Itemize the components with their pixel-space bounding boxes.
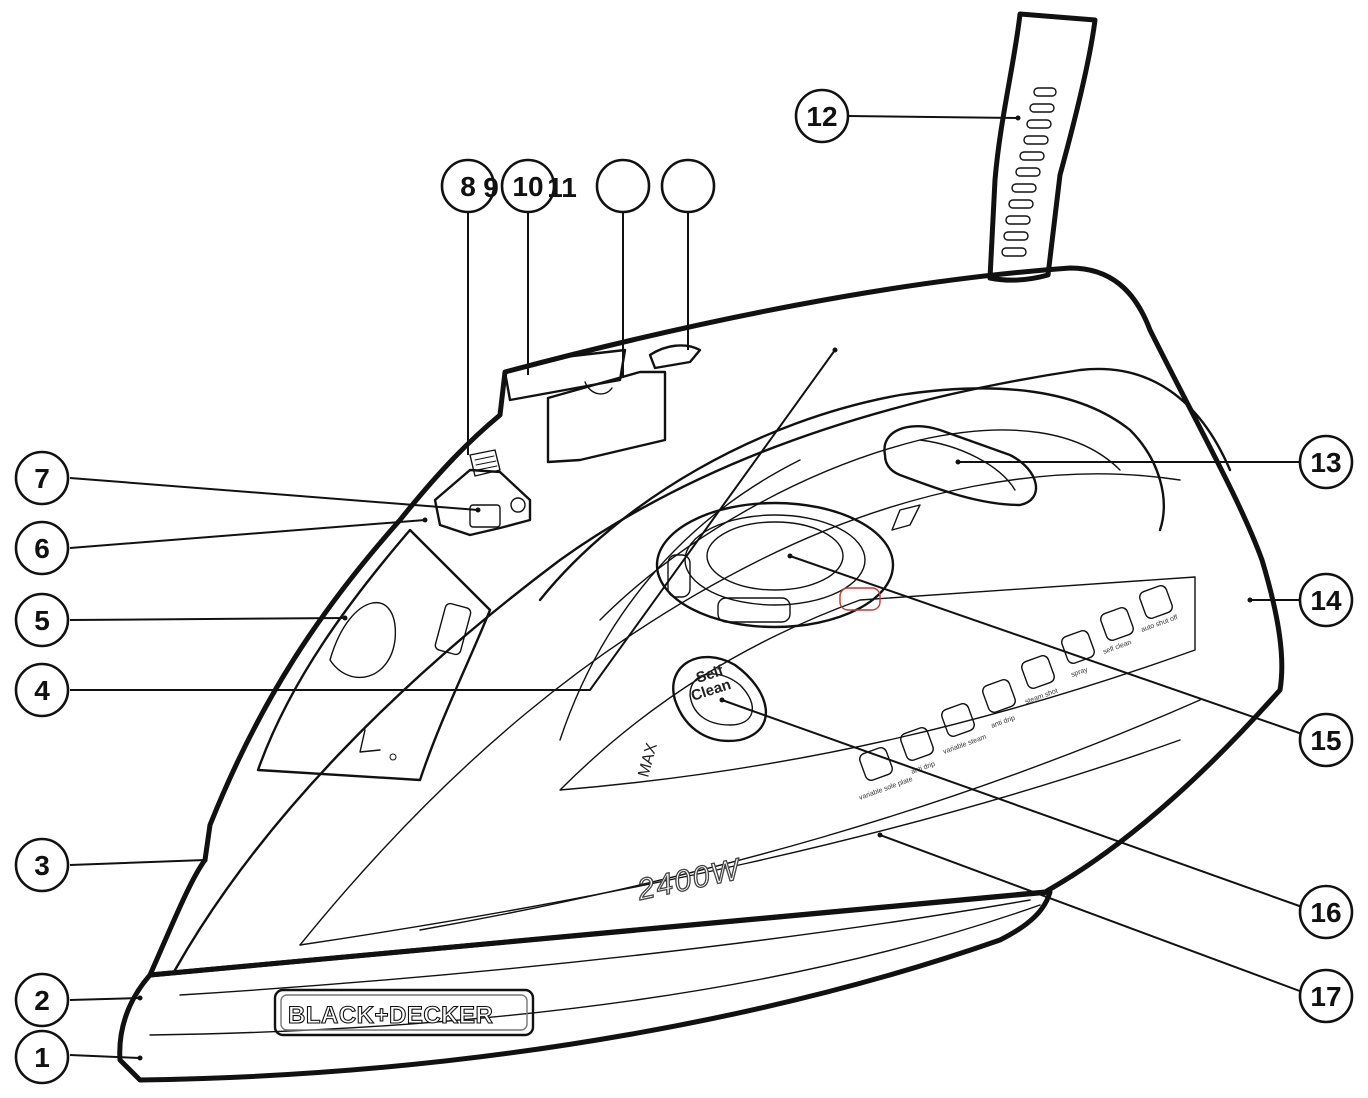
callout-5: 5 (14, 592, 70, 648)
callout-10: 10 (500, 158, 556, 214)
anti-drip-icon (900, 727, 934, 761)
callout-1: 1 (14, 1029, 70, 1085)
svg-text:14: 14 (1310, 585, 1342, 616)
callout-3: 3 (14, 837, 70, 893)
callout-6: 6 (14, 520, 70, 576)
leader-5 (69, 617, 346, 621)
max-fill-mark: MAX (635, 741, 660, 779)
water-fill-cap (655, 501, 895, 629)
soleplate (117, 889, 1053, 1083)
leader-12 (847, 115, 1019, 119)
handle (538, 387, 1165, 602)
label-9: 9 (483, 172, 499, 203)
steam-shot-icon (1021, 655, 1055, 689)
callout-16: 16 (1298, 884, 1354, 940)
leader-15 (789, 555, 1306, 736)
leader-16 (721, 699, 1306, 909)
svg-text:anti drip: anti drip (990, 715, 1016, 730)
svg-text:7: 7 (34, 463, 50, 494)
svg-text:variable steam: variable steam (942, 734, 987, 756)
svg-text:spray: spray (1070, 666, 1089, 679)
svg-text:10: 10 (512, 171, 543, 202)
callout-blank-left (595, 158, 651, 214)
anti-drip-icon-2 (982, 679, 1016, 713)
svg-text:2: 2 (34, 985, 50, 1016)
iron-body (147, 265, 1285, 978)
steam-selector (503, 348, 627, 402)
leader-6 (69, 519, 426, 549)
svg-text:15: 15 (1310, 725, 1341, 756)
svg-text:self clean: self clean (1102, 639, 1132, 656)
svg-text:auto shut off: auto shut off (1140, 614, 1179, 634)
svg-text:4: 4 (34, 675, 50, 706)
svg-text:5: 5 (34, 605, 50, 636)
callout-14: 14 (1298, 572, 1354, 628)
leader-2 (69, 997, 141, 1001)
callout-7: 7 (14, 450, 70, 506)
leader-17 (879, 834, 1306, 994)
svg-text:1: 1 (34, 1042, 50, 1073)
callout-8: 8 (440, 158, 496, 214)
wattage-text: 2400W (634, 853, 745, 907)
control-panel-icons: variable sole plate anti drip variable s… (858, 585, 1179, 802)
callout-13: 13 (1298, 434, 1354, 490)
callout-17: 17 (1298, 968, 1354, 1024)
leader-dots (137, 115, 1253, 1061)
spray-button (433, 468, 532, 537)
label-11: 11 (547, 172, 577, 203)
svg-text:variable sole plate: variable sole plate (858, 776, 914, 802)
svg-text:3: 3 (34, 850, 50, 881)
callout-blank-right (660, 158, 716, 214)
leader-4 (70, 349, 836, 691)
svg-text:17: 17 (1310, 981, 1341, 1012)
cord-guard (987, 11, 1098, 283)
self-clean-icon (1100, 607, 1134, 641)
callout-12: 12 (794, 88, 850, 144)
svg-text:12: 12 (806, 101, 837, 132)
water-tank (256, 528, 492, 782)
svg-text:BLACK+DECKER: BLACK+DECKER (288, 1002, 493, 1029)
leader-7 (69, 477, 479, 511)
svg-text:13: 13 (1310, 447, 1341, 478)
callout-15: 15 (1298, 712, 1354, 768)
leader-1 (69, 1054, 141, 1059)
callout-2: 2 (14, 972, 70, 1028)
iron-illustration: Self Clean MAX variable sole plate anti … (117, 11, 1285, 1083)
auto-shut-off-icon (1139, 585, 1173, 619)
svg-text:8: 8 (460, 171, 476, 202)
steam-shot-button (883, 425, 1038, 507)
svg-text:16: 16 (1310, 897, 1341, 928)
leader-3 (69, 859, 206, 866)
leader-lines (69, 115, 1306, 1059)
callout-4: 4 (14, 662, 70, 718)
self-clean-button: Self Clean (672, 655, 767, 743)
brand-plate: BLACK+DECKER (273, 988, 535, 1037)
variable-steam-icon (941, 703, 975, 737)
svg-text:6: 6 (34, 533, 50, 564)
